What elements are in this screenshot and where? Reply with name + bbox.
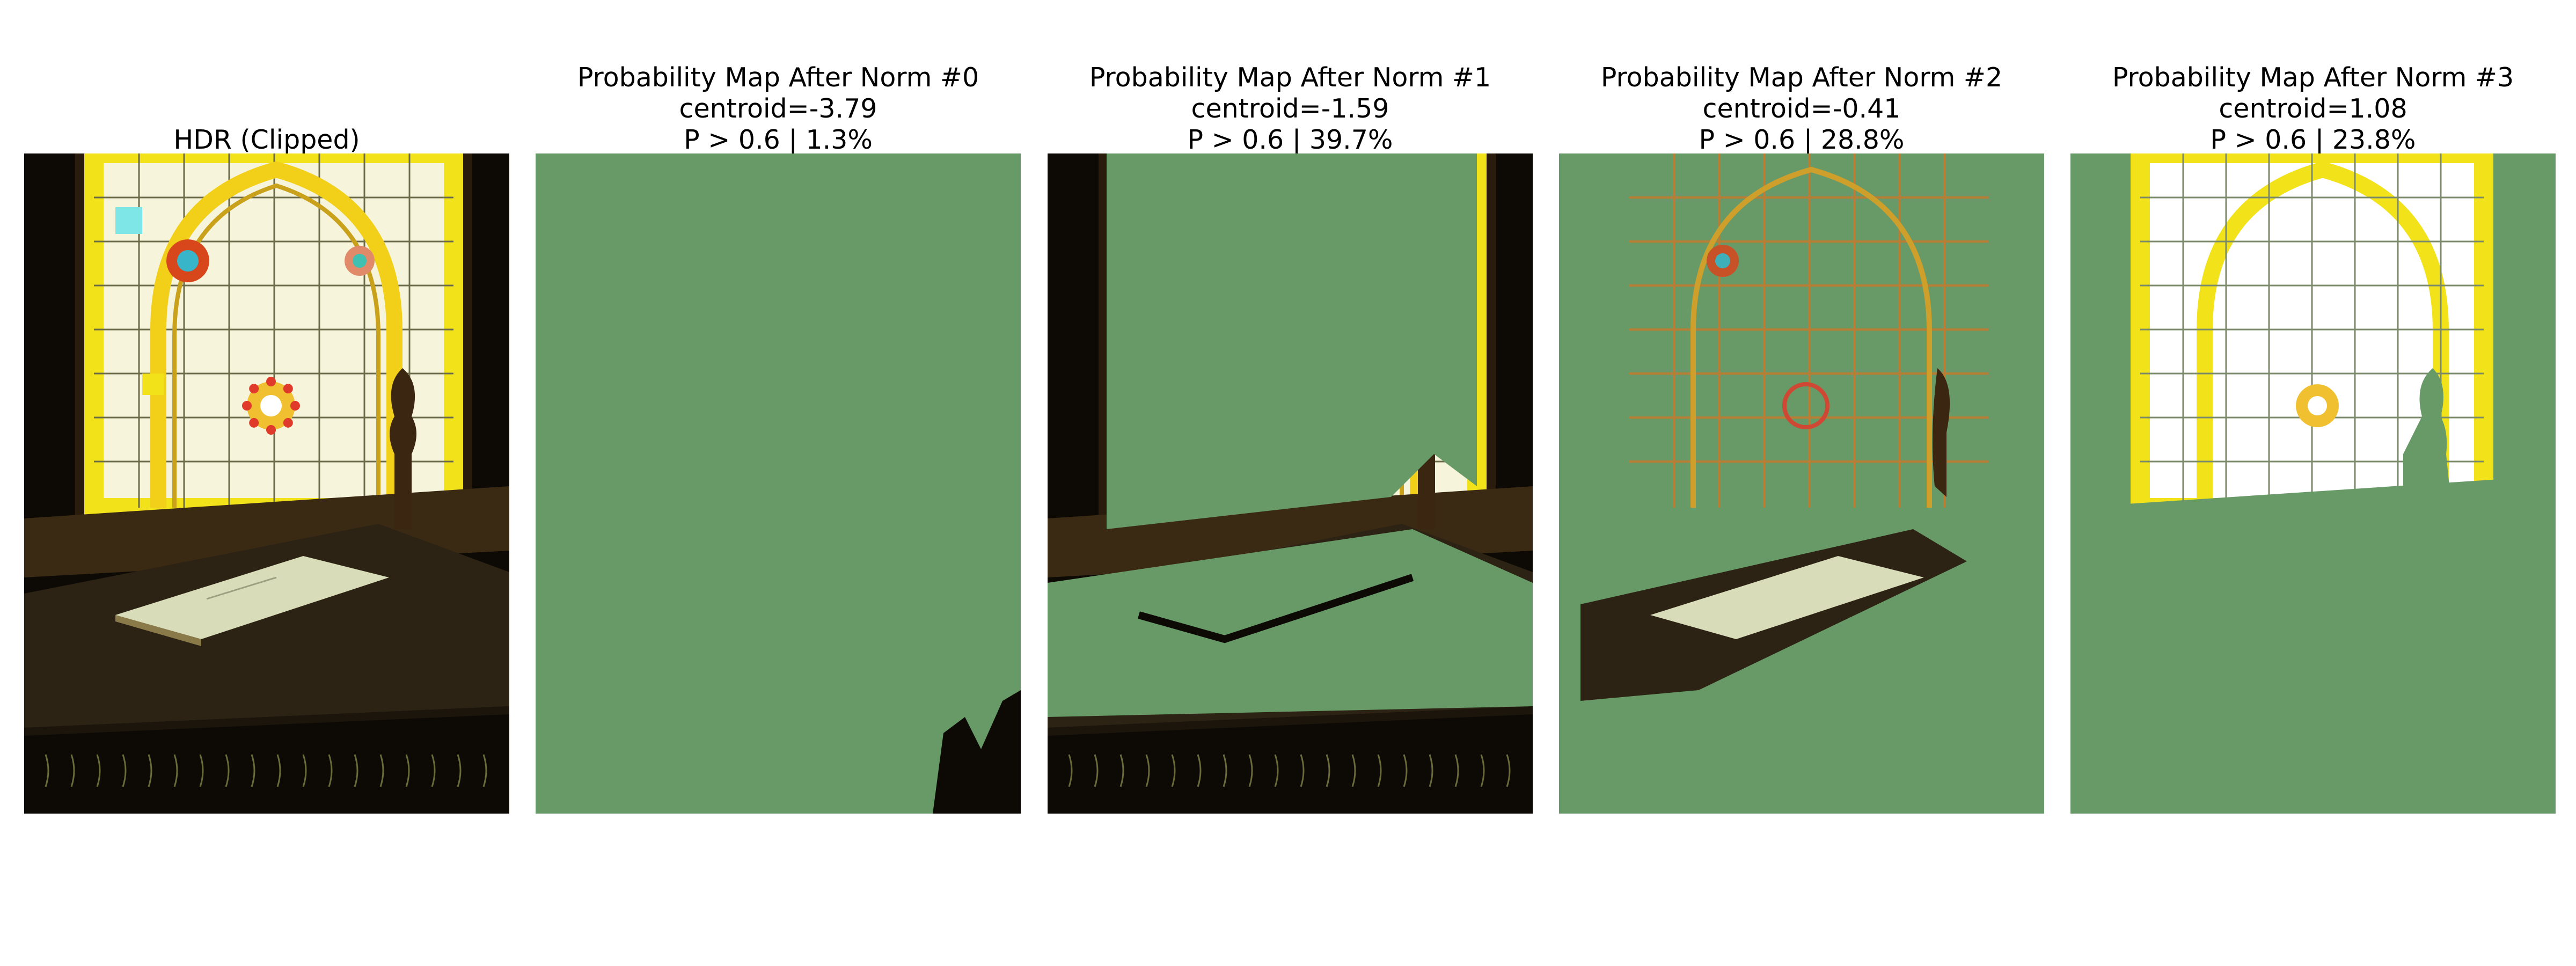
title-line: centroid=-0.41 — [1702, 93, 1901, 124]
title-line: P > 0.6 | 23.8% — [2210, 125, 2416, 155]
mask-layer — [1559, 153, 2044, 814]
title-line: P > 0.6 | 39.7% — [1187, 125, 1393, 155]
image-canvas — [2070, 153, 2556, 814]
panel-title: HDR (Clipped) — [24, 125, 509, 156]
scene-layer — [24, 153, 509, 814]
title-line: centroid=1.08 — [2219, 93, 2407, 124]
title-line: Probability Map After Norm #3 — [2112, 62, 2514, 93]
probability-mask-image — [1048, 153, 1533, 814]
mask-layer — [2070, 153, 2556, 814]
probability-mask-image — [1559, 153, 2044, 814]
title-line: P > 0.6 | 28.8% — [1699, 125, 1905, 155]
mask-layer — [536, 153, 1021, 814]
image-canvas — [1048, 153, 1533, 814]
title-line: Probability Map After Norm #2 — [1600, 62, 2003, 93]
mask-layer — [1048, 153, 1533, 717]
image-canvas — [536, 153, 1021, 814]
title-line: Probability Map After Norm #0 — [577, 62, 979, 93]
probability-mask-image — [536, 153, 1021, 814]
title-line: HDR (Clipped) — [173, 125, 360, 155]
probability-mask-image — [2070, 153, 2556, 814]
image-canvas — [1559, 153, 2044, 814]
panel-hdr-clipped: HDR (Clipped) — [24, 0, 509, 966]
title-line: Probability Map After Norm #1 — [1089, 62, 1491, 93]
image-canvas — [24, 153, 509, 814]
title-line: centroid=-3.79 — [679, 93, 877, 124]
title-line: P > 0.6 | 1.3% — [684, 125, 873, 155]
title-line: centroid=-1.59 — [1191, 93, 1389, 124]
hdr-image — [24, 153, 509, 814]
